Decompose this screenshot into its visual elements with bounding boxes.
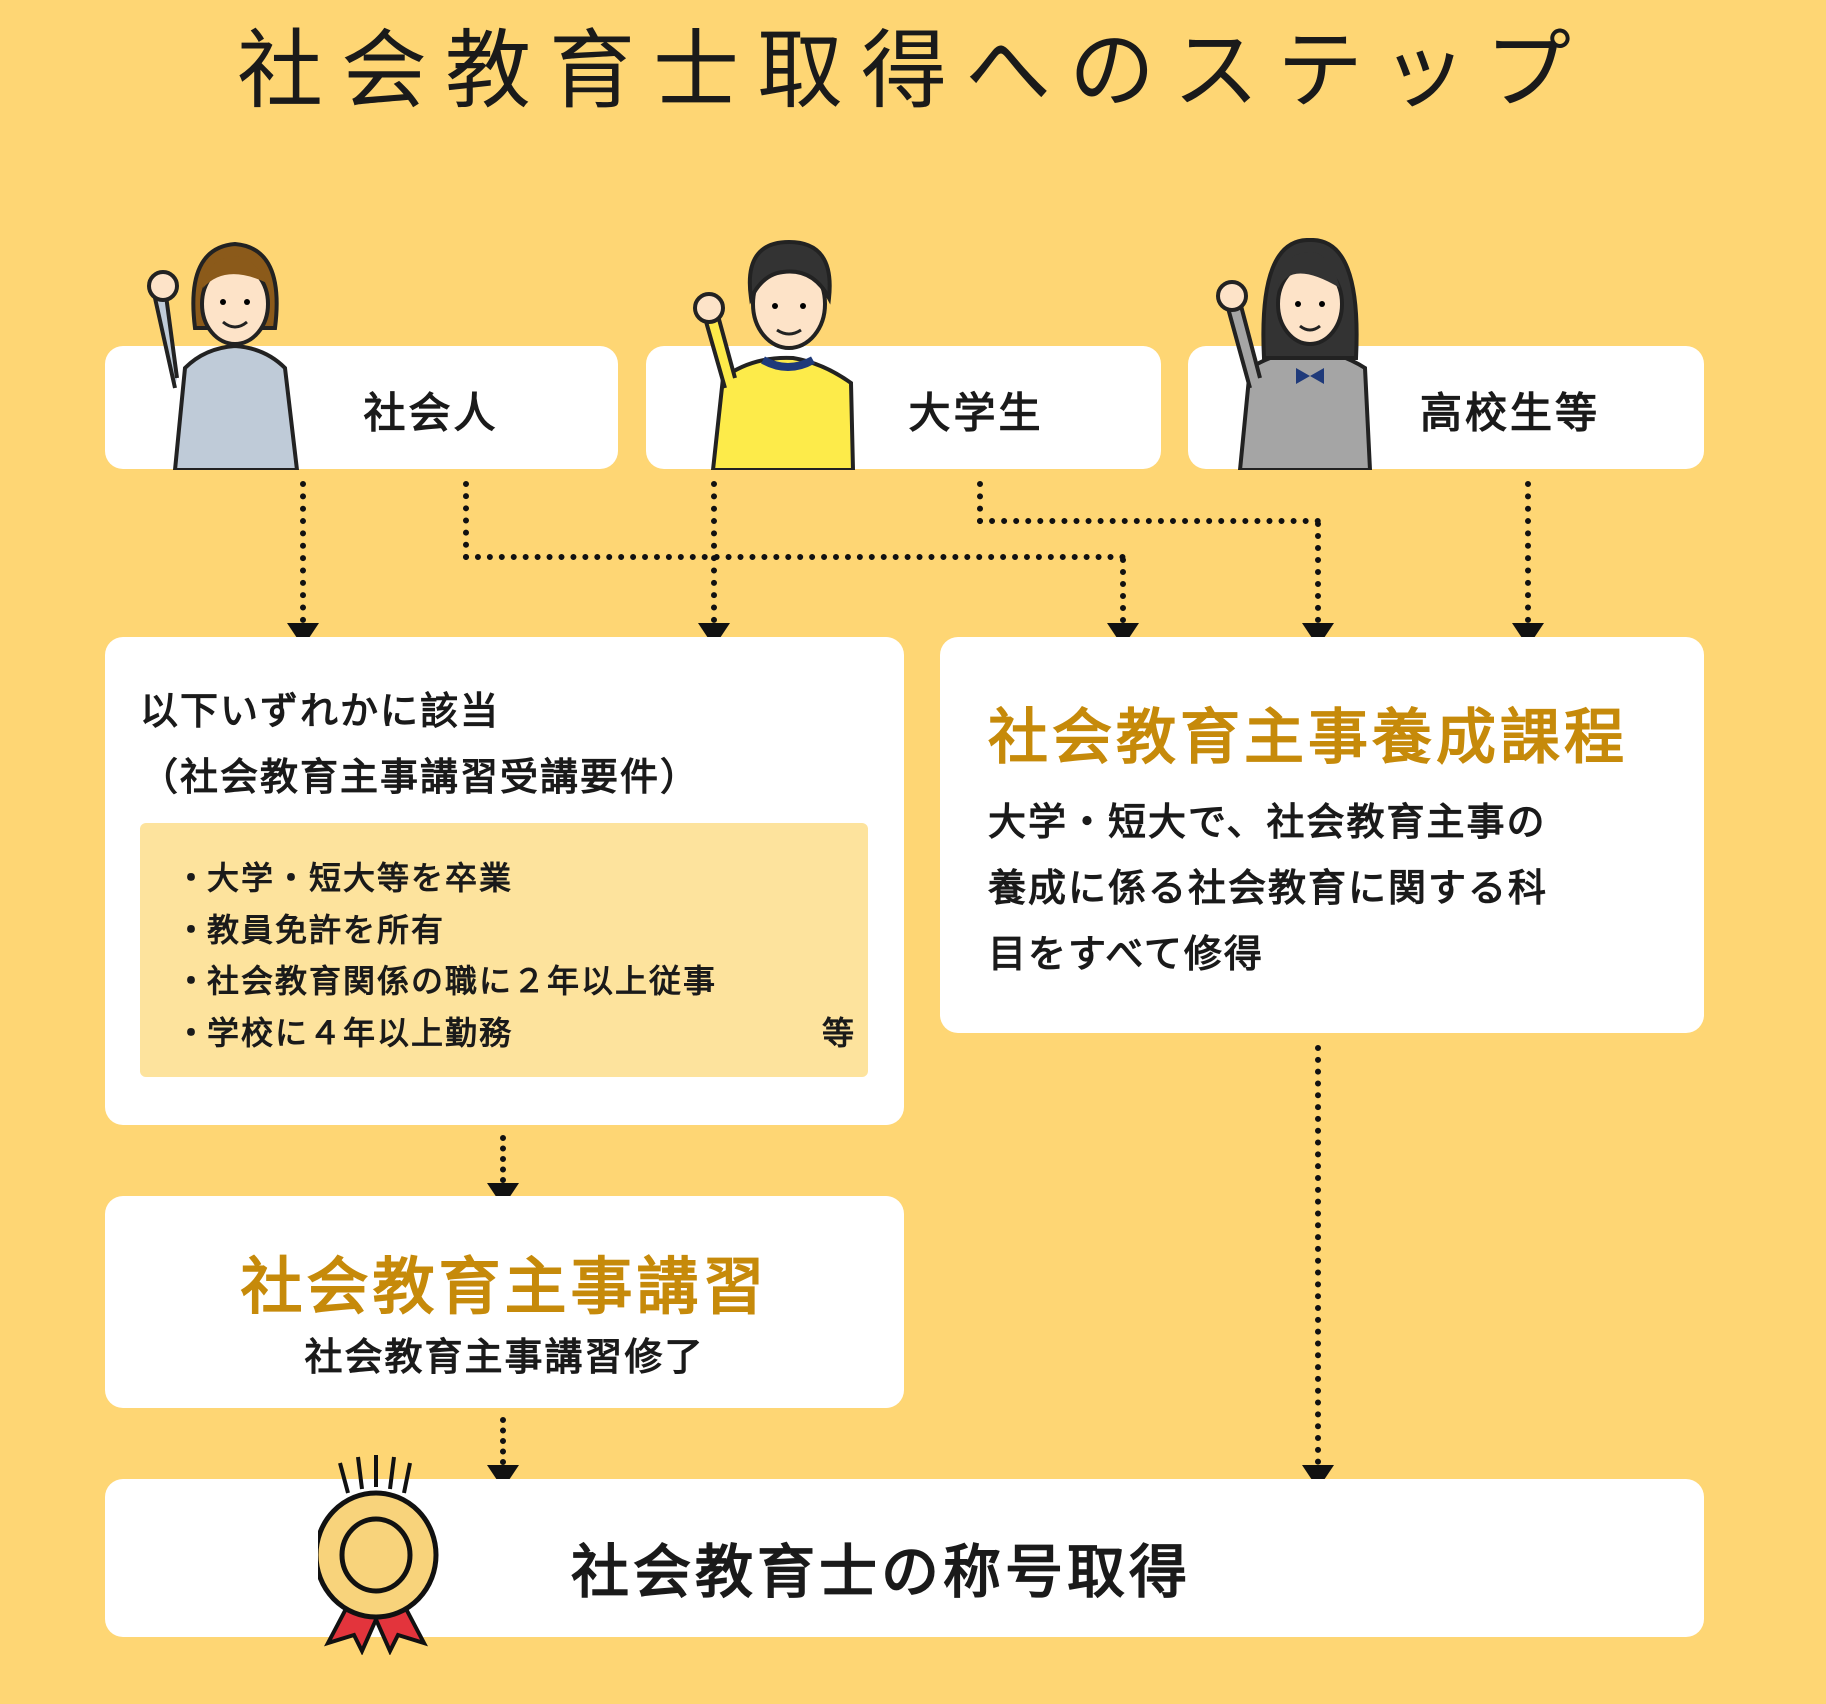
connector-line (1315, 521, 1321, 623)
connector-line (1525, 481, 1531, 623)
course-box: 社会教育主事養成課程 大学・短大で、社会教育主事の 養成に係る社会教育に関する科… (940, 637, 1704, 1033)
bullet: ・ (175, 962, 210, 1000)
list-item: ・大学・短大等を卒業 (175, 853, 513, 899)
list-item: ・教員免許を所有 (175, 905, 445, 951)
list-item-text: 学校に４年以上勤務 (207, 1014, 514, 1052)
high-school-student-icon (1216, 238, 1373, 470)
etc-label: 等 (822, 1014, 855, 1052)
connector-line (1120, 557, 1126, 623)
requirements-box: 以下いずれかに該当 （社会教育主事講習受講要件） ・大学・短大等を卒業 ・教員免… (105, 637, 904, 1125)
connector-line (1315, 1045, 1321, 1465)
bullet: ・ (175, 911, 210, 949)
connector-line (500, 1135, 506, 1183)
seminar-sub: 社会教育主事講習修了 (304, 1335, 705, 1379)
goal-label: 社会教育士の称号取得 (571, 1538, 1192, 1606)
course-heading: 社会教育主事養成課程 (988, 703, 1628, 773)
list-item-text: 大学・短大等を卒業 (207, 859, 514, 897)
requirements-heading: 以下いずれかに該当 (140, 689, 501, 733)
list-item: ・社会教育関係の職に２年以上従事 (175, 956, 717, 1002)
bullet: ・ (175, 859, 210, 897)
page-title: 社会教育士取得へのステップ (237, 21, 1589, 121)
list-item-text: 教員免許を所有 (207, 911, 446, 949)
connector-line (463, 554, 1126, 560)
list-item: ・学校に４年以上勤務 (175, 1008, 513, 1054)
seminar-box: 社会教育主事講習 社会教育主事講習修了 (105, 1196, 904, 1408)
course-line: 大学・短大で、社会教育主事の (988, 800, 1547, 844)
requirements-list: ・大学・短大等を卒業 ・教員免許を所有 ・社会教育関係の職に２年以上従事 ・学校… (140, 823, 868, 1077)
medal-icon (318, 1455, 439, 1655)
businesswoman-icon (147, 241, 300, 470)
bullet: ・ (175, 1014, 210, 1052)
connector-line (500, 1417, 506, 1465)
start-label-highschool: 高校生等 (1419, 388, 1601, 438)
connector-line (300, 481, 306, 623)
university-student-icon (693, 239, 856, 470)
start-label-adult: 社会人 (363, 388, 499, 438)
connector-line (977, 518, 1321, 524)
connector-line (711, 481, 717, 623)
course-line: 養成に係る社会教育に関する科 (988, 866, 1549, 910)
connector-line (463, 481, 469, 560)
start-label-university: 大学生 (908, 388, 1044, 438)
seminar-heading: 社会教育主事講習 (240, 1250, 769, 1323)
requirements-subheading: （社会教育主事講習受講要件） (140, 755, 701, 799)
connector-line (977, 481, 983, 524)
course-line: 目をすべて修得 (988, 932, 1264, 976)
list-item-text: 社会教育関係の職に２年以上従事 (207, 962, 718, 1000)
